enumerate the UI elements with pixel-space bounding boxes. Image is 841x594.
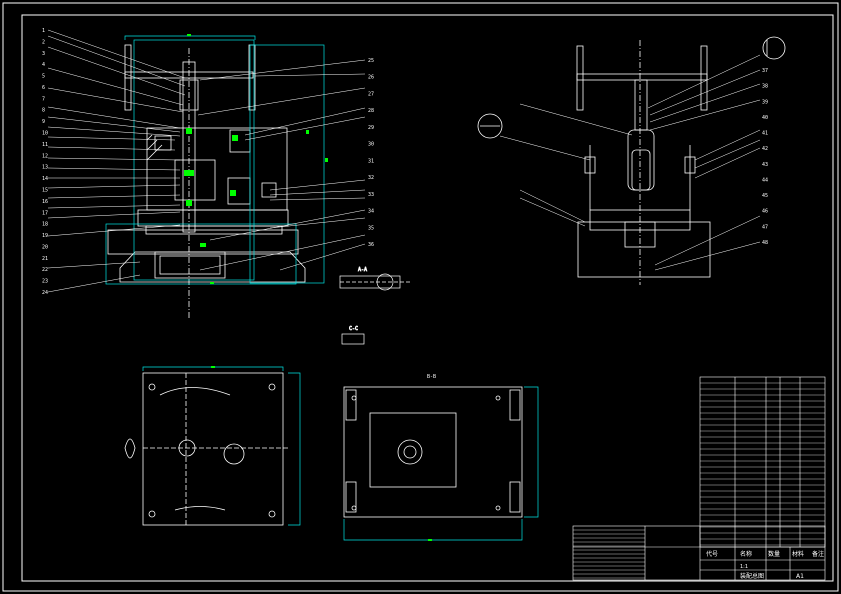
assembly-name: 装配总图 [740,572,764,580]
callout-number: 24 [42,290,48,296]
callout-number: 20 [42,244,48,250]
callout-number: 31 [368,158,374,164]
inner-border [21,14,834,582]
callout-number: 38 [762,84,768,90]
callout-number: 32 [368,175,374,181]
header-code: 代号 [706,550,718,558]
callout-number: 25 [368,58,374,64]
detail-label-c: C-C [349,326,358,332]
callout-number: 13 [42,165,48,171]
callout-number: 43 [762,162,768,168]
callout-number: 12 [42,153,48,159]
title-block [572,525,826,581]
callout-number: 19 [42,233,48,239]
callout-number: 45 [762,193,768,199]
callout-number: 40 [762,115,768,121]
front-view-marks [184,34,328,284]
callout-number: 21 [42,256,48,262]
callout-number: 34 [368,209,374,215]
callout-number: 7 [42,96,45,102]
callout-number: 37 [762,68,768,74]
callout-number: 6 [42,85,45,91]
sheet-size: A1 [796,573,804,580]
callouts-side: 37 38 39 40 41 42 43 44 45 46 47 48 [762,68,768,246]
header-qty: 数量 [768,550,780,558]
header-name: 名称 [740,550,752,558]
callout-number: 29 [368,125,374,131]
callout-number: 41 [762,131,768,137]
callout-number: 47 [762,224,768,230]
drawing-scale: 1:1 [740,564,748,570]
header-remarks: 备注 [812,550,824,558]
callout-number: 9 [42,119,45,125]
callout-number: 44 [762,177,768,183]
front-view-dimensions [105,35,325,285]
callout-number: 10 [42,131,48,137]
callout-number: 35 [368,225,374,231]
callout-number: 14 [42,176,48,182]
callouts-right: 25 26 27 28 29 30 31 32 33 34 35 36 [368,58,374,248]
plan-view-middle-dim [343,386,539,541]
callout-number: 48 [762,240,768,246]
callout-number: 26 [368,75,374,81]
callout-number: 18 [42,222,48,228]
callout-number: 5 [42,74,45,80]
plan-mark-1 [211,366,215,368]
callout-number: 22 [42,267,48,273]
callout-number: 27 [368,91,374,97]
plan-mark-2 [428,539,432,541]
callout-number: 4 [42,62,45,68]
header-material: 材料 [792,550,804,558]
callout-number: 39 [762,99,768,105]
callout-number: 42 [762,146,768,152]
callout-number: 11 [42,142,48,148]
front-view [107,44,306,320]
callout-number: 28 [368,108,374,114]
side-view [477,36,786,285]
plan-view-middle [343,386,523,518]
title-block-text: 代号 名称 数量 材料 备注 1:1 装配总图 A1 [706,550,824,580]
front-view-leaders [47,29,366,293]
side-view-leaders [499,54,761,271]
detail-label-a: A-A [358,267,367,273]
parts-list-rows [573,382,825,579]
callout-number: 1 [42,28,45,34]
callout-number: 33 [368,192,374,198]
callout-number: 46 [762,209,768,215]
parts-list [699,376,826,548]
callout-number: 2 [42,39,45,45]
callout-number: 30 [368,142,374,148]
callout-number: 15 [42,187,48,193]
callout-number: 36 [368,242,374,248]
callout-number: 8 [42,108,45,114]
callout-number: 23 [42,279,48,285]
callout-number: 17 [42,210,48,216]
callout-number: 3 [42,51,45,57]
plan-view-left [124,372,290,526]
plan-label: B-B [427,374,436,380]
plan-view-left-dim [142,366,301,526]
detail-view: A-A C-C [339,267,410,345]
callout-number: 16 [42,199,48,205]
